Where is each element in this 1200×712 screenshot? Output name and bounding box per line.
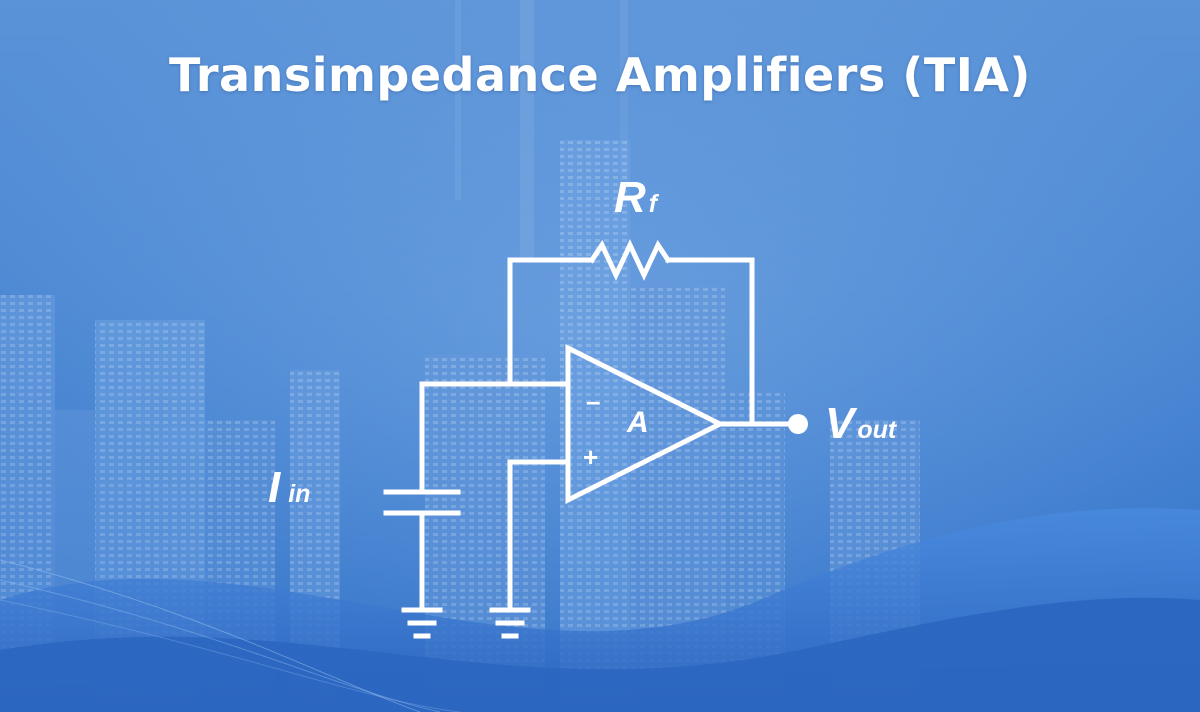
noninverting-input-wire bbox=[507, 459, 571, 611]
page-title: Transimpedance Amplifiers (TIA) bbox=[169, 48, 1031, 102]
opamp-triangle bbox=[565, 343, 726, 505]
inverting-input-sign: – bbox=[586, 386, 601, 416]
output-node bbox=[788, 414, 808, 434]
noninverting-input-sign: + bbox=[583, 442, 599, 472]
feedback-return-wire bbox=[665, 257, 755, 427]
rf-label-main: R bbox=[614, 173, 646, 222]
opamp-gain-label: A bbox=[627, 406, 649, 439]
ground-symbol-right bbox=[489, 607, 531, 639]
iin-label-main: I bbox=[268, 463, 281, 512]
rf-label-sub: f bbox=[648, 190, 658, 218]
feedback-resistor bbox=[588, 239, 672, 281]
inverting-input-wire bbox=[419, 381, 571, 495]
ground-symbol-left bbox=[401, 607, 443, 639]
vout-label-main: V bbox=[825, 399, 855, 448]
feedback-wire bbox=[507, 257, 595, 387]
iin-label-sub: in bbox=[288, 480, 311, 508]
vout-label-sub: out bbox=[857, 416, 897, 444]
